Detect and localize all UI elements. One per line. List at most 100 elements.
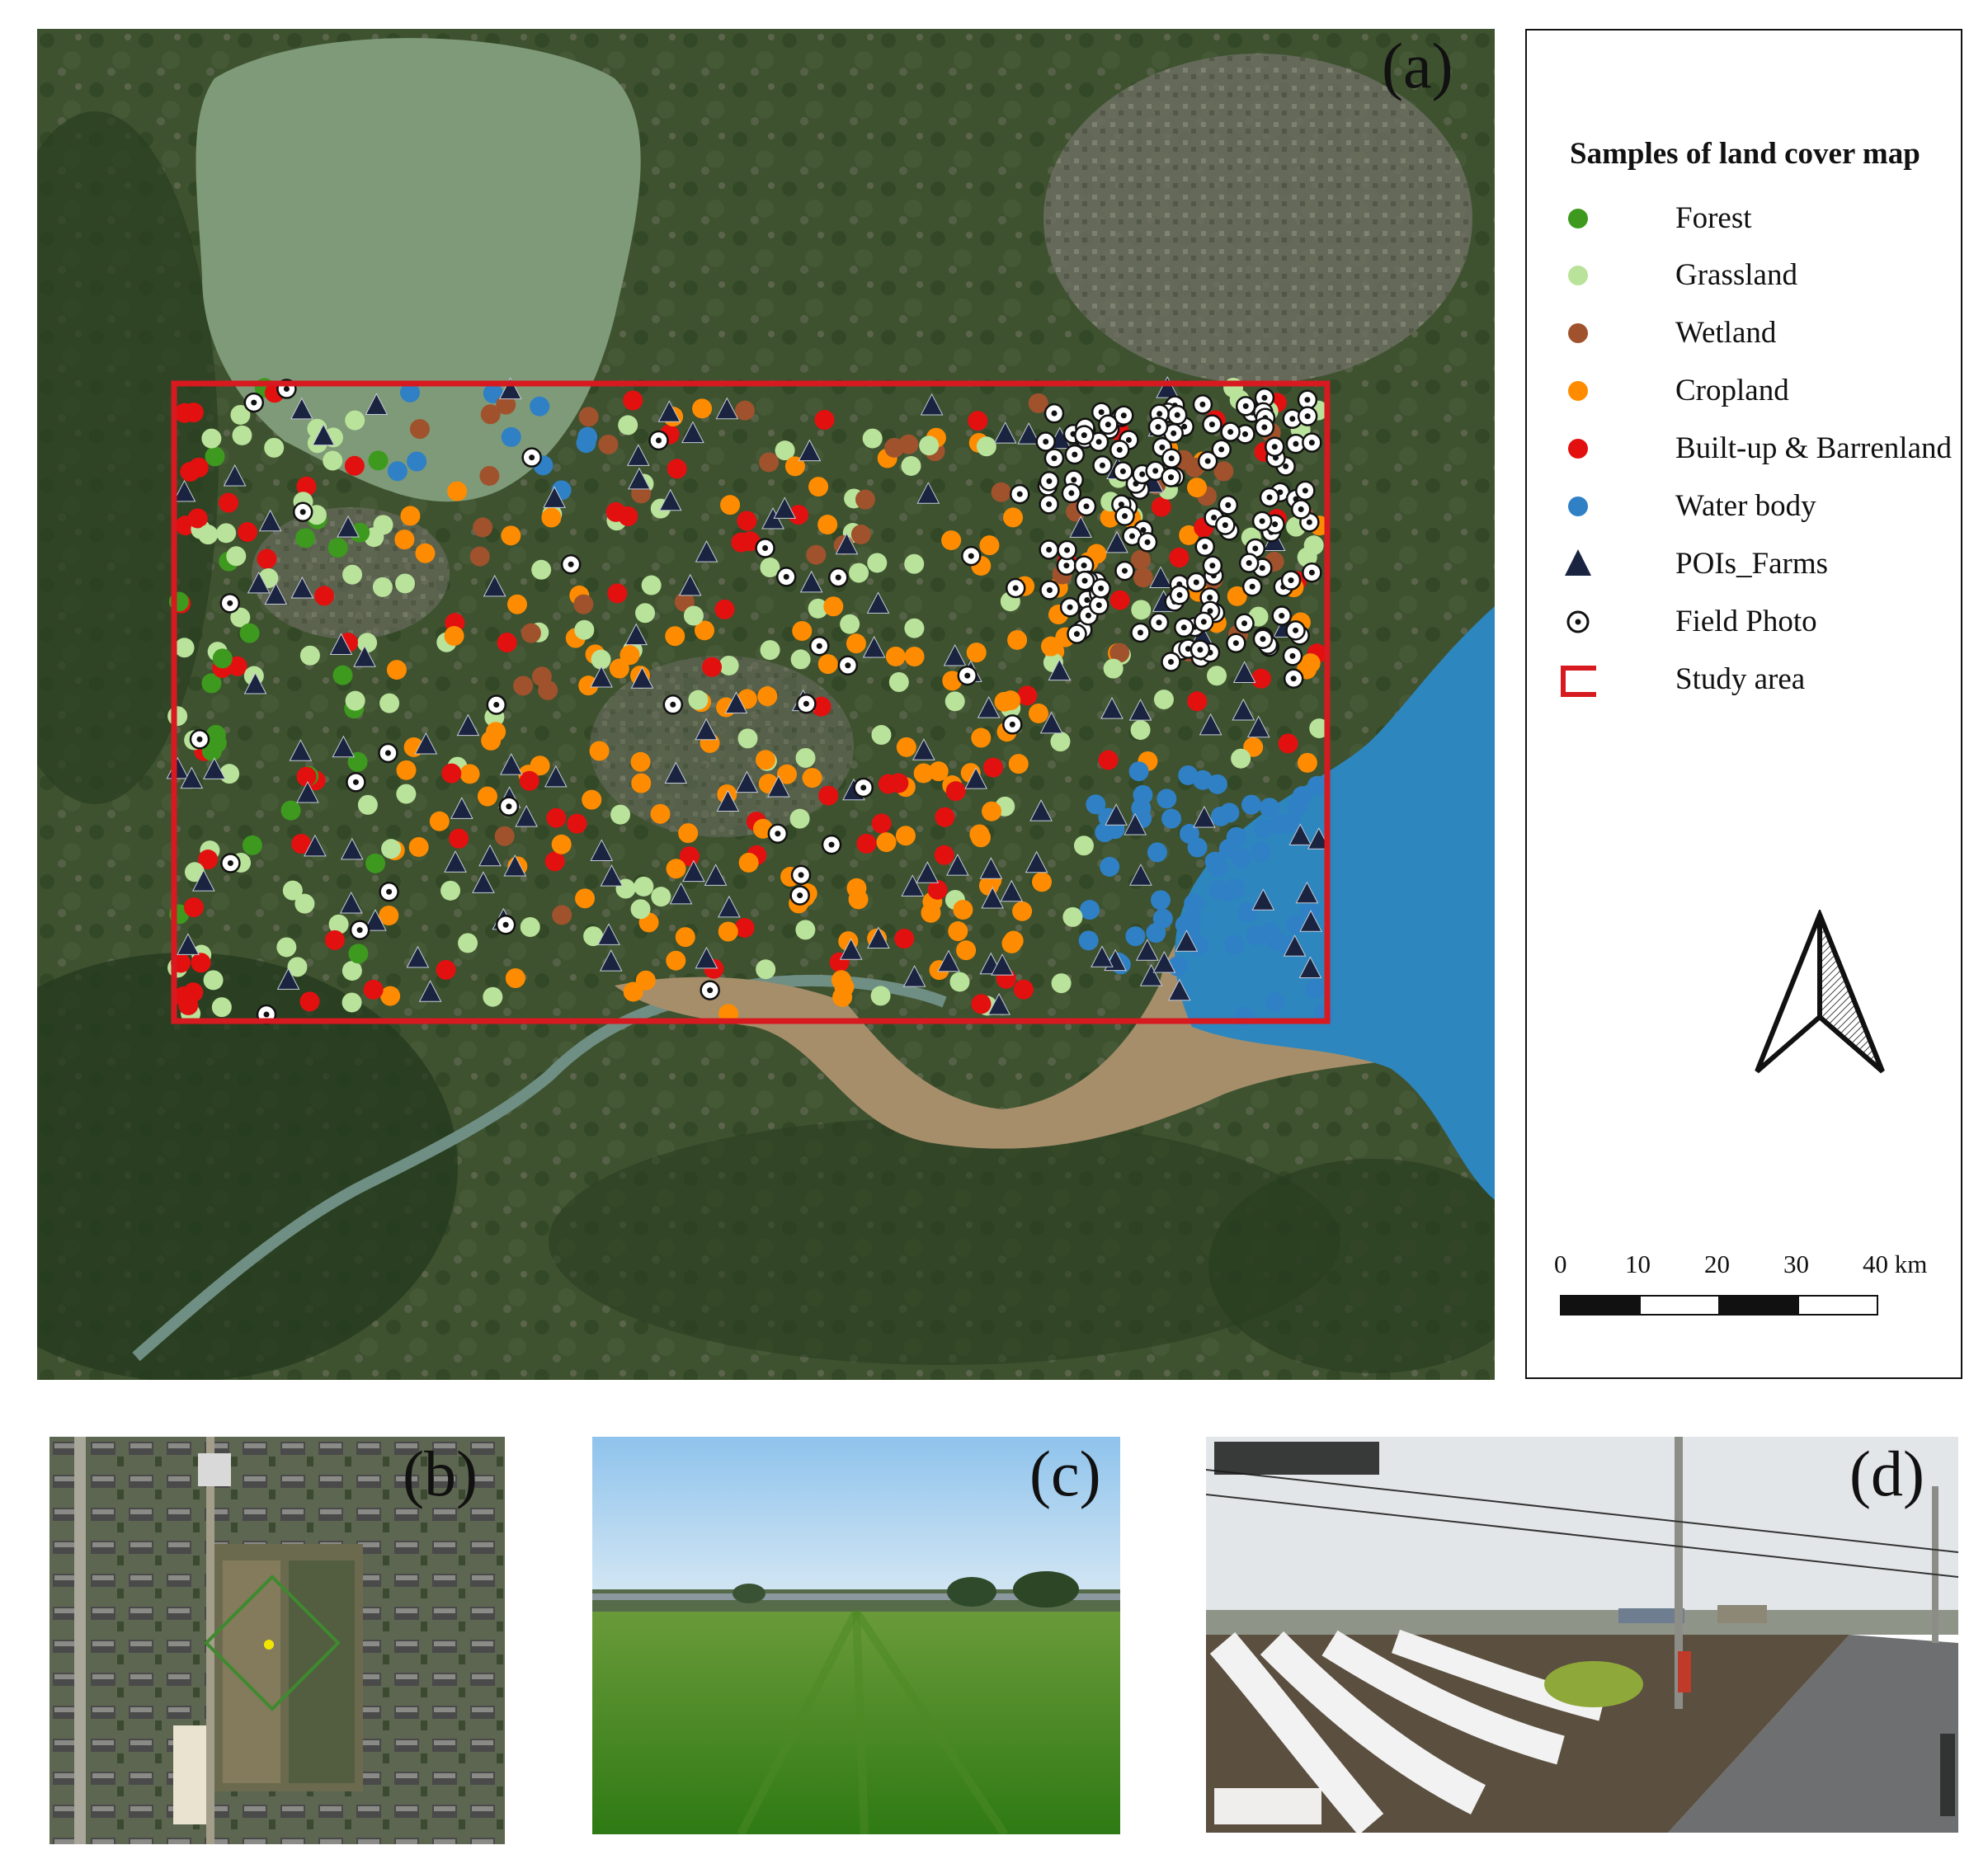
cropland-point <box>956 940 977 961</box>
farm-poi-marker <box>946 854 969 876</box>
field-photo-marker <box>1074 570 1095 591</box>
study-area-rectangle-icon <box>1561 666 1596 697</box>
grassland-point <box>1062 906 1083 927</box>
field-photo-marker <box>1295 480 1316 501</box>
farm-poi-marker <box>290 576 314 599</box>
forest-point <box>332 665 353 685</box>
field-photo-marker <box>1226 633 1246 653</box>
field-photo-marker <box>1297 406 1318 426</box>
farm-poi-marker <box>657 400 681 422</box>
wetland-point <box>991 482 1011 502</box>
water-body-point <box>1265 991 1285 1012</box>
field-photo-marker <box>1113 461 1133 482</box>
cropland-point <box>501 525 521 546</box>
field-photo-marker <box>809 635 830 657</box>
farm-poi-marker <box>1232 661 1256 683</box>
built-up-point <box>314 586 335 606</box>
built-up-point <box>856 833 877 854</box>
cropland-point <box>808 477 829 497</box>
field-photo-marker <box>1043 402 1065 424</box>
scale-tick-label: 40 km <box>1863 1250 1928 1278</box>
grassland-point <box>1309 718 1330 739</box>
farm-poi-marker <box>339 891 363 914</box>
grassland-point <box>1103 658 1124 679</box>
grassland-point <box>483 986 503 1007</box>
field-photo-marker <box>1009 483 1030 505</box>
cropland-point <box>1187 478 1208 498</box>
forest-point <box>239 623 260 643</box>
cropland-point <box>792 621 813 642</box>
grassland-point <box>583 926 604 947</box>
legend-label: Cropland <box>1675 374 1789 407</box>
built-up-point <box>894 929 915 949</box>
field-photo-marker <box>1215 515 1236 535</box>
north-arrow-icon <box>1755 910 1885 1074</box>
grassland-point <box>216 523 237 544</box>
built-up-point <box>180 462 200 482</box>
farm-poi-marker <box>912 738 935 760</box>
wetland-point <box>479 465 500 486</box>
field-photo-marker <box>1302 432 1322 453</box>
field-photo-marker <box>1130 622 1151 643</box>
cropland-point <box>1007 629 1028 650</box>
grassland-point <box>901 455 921 476</box>
farm-poi-marker <box>866 591 890 614</box>
built-up-point <box>1251 668 1271 689</box>
grassland-point <box>357 794 378 815</box>
grassland-point <box>775 440 795 461</box>
farm-poi-marker <box>1128 699 1152 721</box>
field-photo-marker <box>1302 562 1322 583</box>
farm-poi-marker <box>1283 934 1307 957</box>
water-body-point <box>1253 818 1274 839</box>
built-up-point <box>567 813 587 834</box>
cropland-point <box>971 727 992 748</box>
water-body-point <box>1251 841 1271 862</box>
farm-poi-marker <box>1167 978 1191 1001</box>
grassland-point <box>211 997 232 1018</box>
cropland-point <box>948 921 968 942</box>
grassland-point <box>381 839 402 859</box>
wetland-point <box>735 400 756 421</box>
farm-poi-marker <box>544 765 568 788</box>
built-up-point <box>945 781 966 802</box>
water-body-point <box>1100 856 1120 877</box>
water-body-point <box>1300 900 1321 920</box>
scale-tick-label: 20 <box>1704 1250 1730 1278</box>
farm-poi-marker <box>337 515 360 538</box>
cropland-point <box>904 647 925 667</box>
built-up-point <box>519 770 539 791</box>
field-photo-marker <box>379 881 399 902</box>
built-up-point <box>1013 979 1034 1000</box>
field-photo-marker <box>1064 444 1086 465</box>
field-photo-marker <box>1234 613 1255 634</box>
water-body-point <box>1078 930 1099 951</box>
field-photo-marker <box>1238 553 1260 573</box>
farm-poi-marker <box>340 837 364 860</box>
farm-poi-marker <box>600 864 624 887</box>
legend-item-field-photo: Field Photo <box>1560 597 1948 647</box>
farm-poi-marker <box>678 573 702 596</box>
water-body-point <box>1175 915 1195 935</box>
farm-poi-marker <box>1199 713 1222 736</box>
cropland-point <box>630 751 651 772</box>
cropland-point <box>1100 507 1120 528</box>
grassland-point <box>1231 748 1251 769</box>
farm-poi-marker <box>1025 850 1048 873</box>
cropland-point <box>394 530 415 550</box>
farm-poi-marker <box>223 464 247 487</box>
farm-poi-marker <box>916 861 940 883</box>
cropland-point <box>756 750 776 770</box>
built-up-point <box>449 828 469 849</box>
cropland-point <box>631 773 652 793</box>
farm-poi-marker <box>916 482 940 504</box>
farm-poi-marker <box>1246 715 1270 738</box>
built-up-point <box>178 995 199 1015</box>
farm-poi-marker <box>991 953 1014 976</box>
grassland-point <box>904 553 925 574</box>
built-up-point <box>623 390 643 411</box>
farm-poi-marker <box>406 945 430 968</box>
grassland-point <box>574 619 595 640</box>
cropland-point <box>913 763 934 784</box>
farm-poi-marker <box>1124 812 1147 836</box>
farm-poi-marker <box>716 789 740 812</box>
